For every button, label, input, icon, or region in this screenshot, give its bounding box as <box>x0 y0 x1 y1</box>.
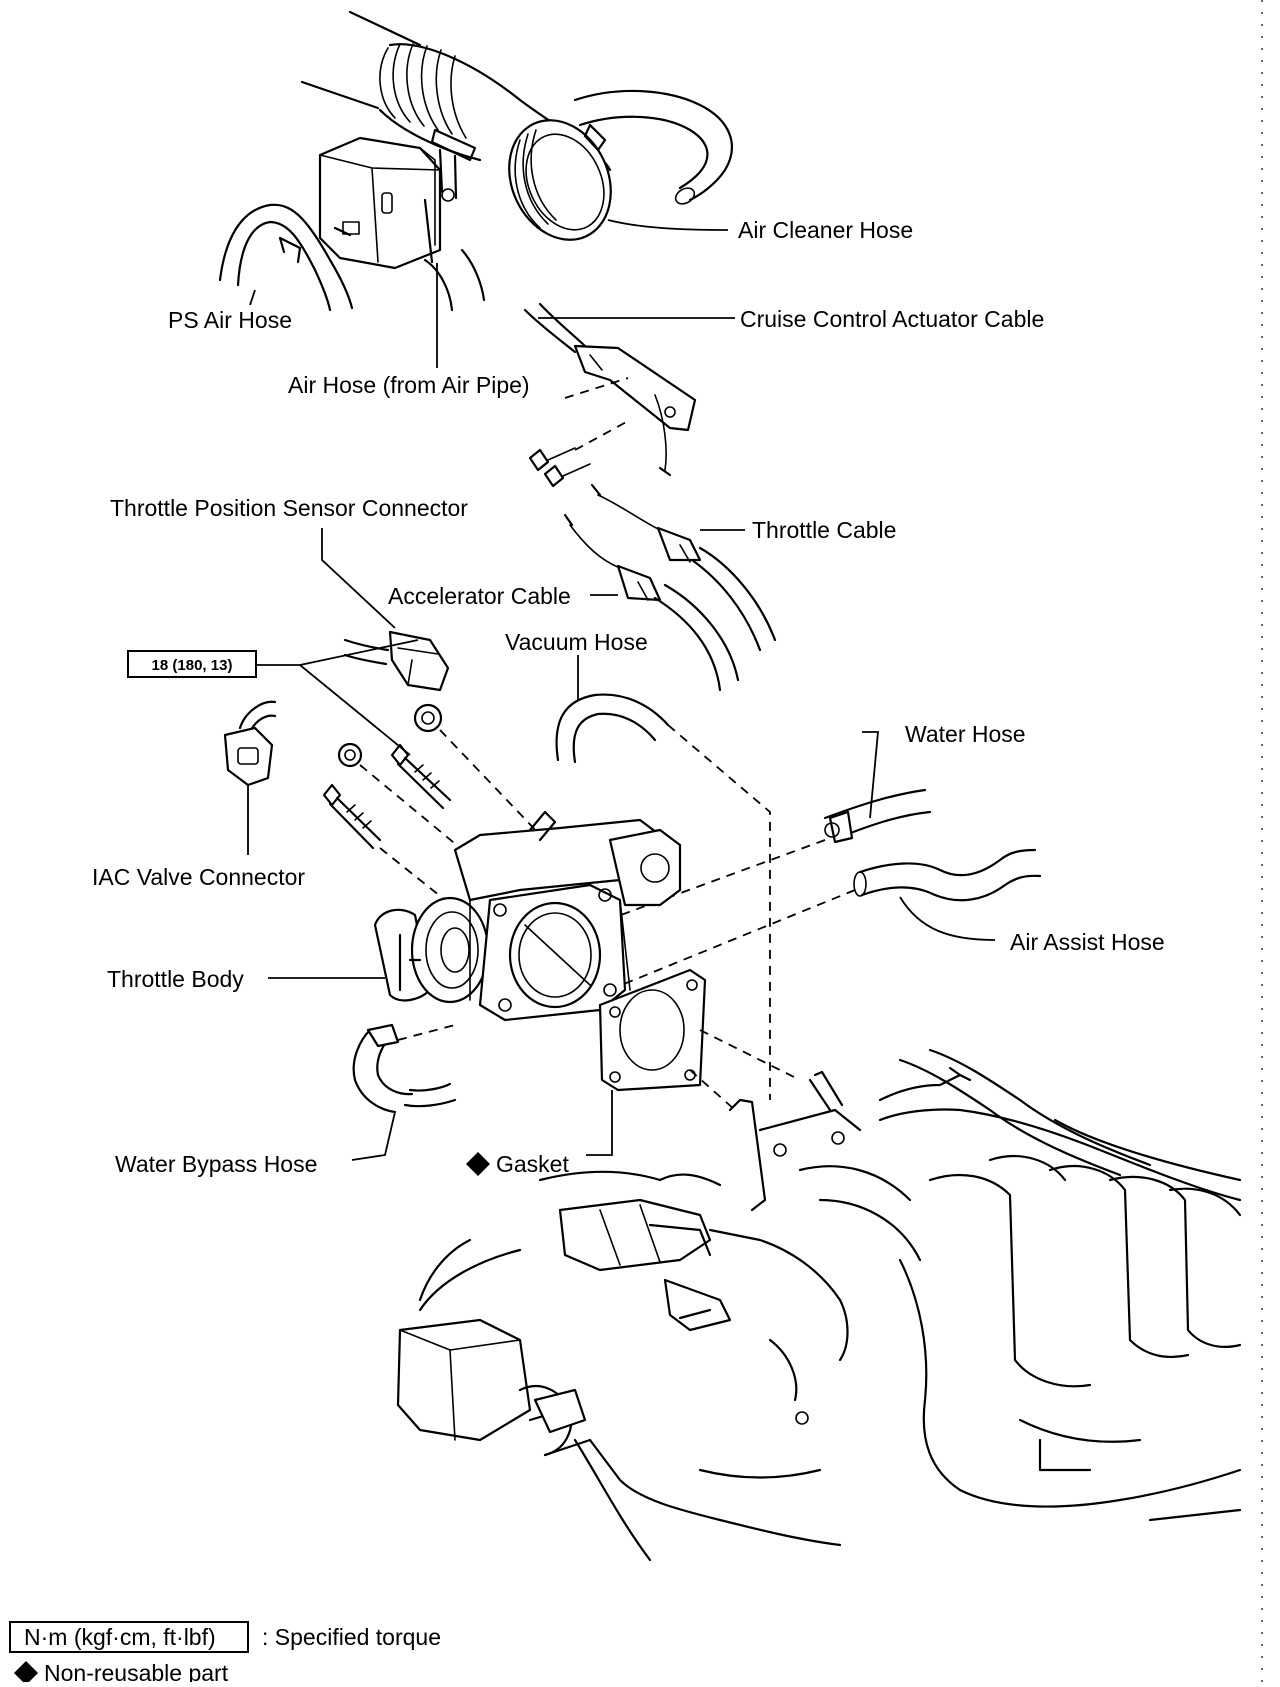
water-bypass-hose-label: Water Bypass Hose <box>115 1151 317 1177</box>
throttle-cable-drawing <box>590 483 777 652</box>
throttle-body-label: Throttle Body <box>107 966 244 992</box>
vacuum-hose-drawing <box>555 655 771 1100</box>
legend: N·m (kgf·cm, ft·lbf) : Specified torque … <box>9 1621 441 1686</box>
accelerator-cable-label: Accelerator Cable <box>388 583 571 609</box>
throttle-position-sensor-connector-label: Throttle Position Sensor Connector <box>110 495 468 521</box>
air-assist-hose-label: Air Assist Hose <box>1010 929 1165 955</box>
diamond-icon <box>14 1661 38 1685</box>
gasket-label: Gasket <box>496 1151 569 1177</box>
water-hose-drawing <box>579 731 932 931</box>
air-hose-from-air-pipe-label: Air Hose (from Air Pipe) <box>288 372 530 398</box>
iac-valve-connector-label: IAC Valve Connector <box>92 864 305 890</box>
water-bypass-hose-drawing <box>351 1023 457 1161</box>
air-cleaner-hose-drawing <box>300 10 733 270</box>
throttle-cable-label: Throttle Cable <box>752 517 896 543</box>
tps-connector-drawing <box>321 528 546 841</box>
legend-torque-box-label: N·m (kgf·cm, ft·lbf) <box>24 1624 216 1650</box>
cruise-control-actuator-cable-label: Cruise Control Actuator Cable <box>740 306 1044 332</box>
accelerator-cable-drawing <box>563 513 740 692</box>
air-assist-hose-drawing <box>559 848 1042 1011</box>
torque-spec-label: 18 (180, 13) <box>152 657 233 674</box>
air-cleaner-hose-label: Air Cleaner Hose <box>738 217 913 243</box>
throttle-body-drawing <box>268 810 682 1022</box>
legend-non-reusable-text: Non-reusable part <box>44 1660 229 1682</box>
iac-connector-drawing <box>223 700 277 855</box>
gasket-drawing <box>586 968 801 1156</box>
diamond-icon <box>466 1152 490 1176</box>
vacuum-hose-label: Vacuum Hose <box>505 629 648 655</box>
air-hose-from-air-pipe-drawing <box>423 248 486 368</box>
legend-torque-text: : Specified torque <box>262 1624 441 1650</box>
torque-spec-callout: 18 (180, 13) <box>127 639 419 756</box>
ps-air-hose-label: PS Air Hose <box>168 307 292 333</box>
ps-air-hose-drawing <box>218 203 354 312</box>
intake-manifold-drawing <box>396 1048 1242 1562</box>
cruise-control-cable-drawing <box>523 302 735 488</box>
water-hose-label: Water Hose <box>905 721 1026 747</box>
